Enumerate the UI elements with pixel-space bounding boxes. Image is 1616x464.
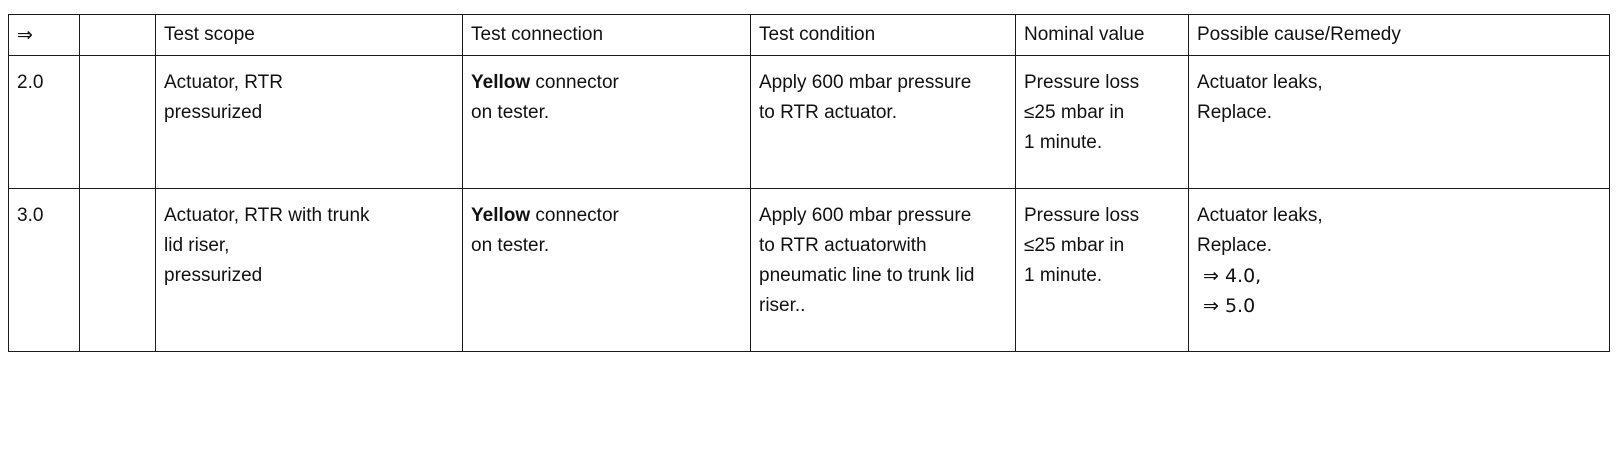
test-table: ⇒ Test scope Test connection Test condit… [8, 14, 1610, 352]
nominal-line: Pressure loss [1024, 72, 1140, 93]
header-nominal-value: Nominal value [1015, 14, 1189, 56]
table-row: 3.0 Actuator, RTR with trunk lid riser, … [8, 188, 1610, 352]
remedy-cell: Actuator leaks, Replace. [1188, 55, 1610, 189]
remedy-line: Replace. [1197, 235, 1272, 256]
condition-line: Apply 600 mbar pressure [759, 72, 972, 93]
connector-color: Yellow [471, 72, 531, 93]
test-connection-cell: Yellow connector on tester. [462, 188, 751, 352]
test-condition-cell: Apply 600 mbar pressure to RTR actuatorw… [750, 188, 1016, 352]
test-condition-cell: Apply 600 mbar pressure to RTR actuator. [750, 55, 1016, 189]
nominal-line: 1 minute. [1024, 265, 1103, 286]
header-blank [79, 14, 156, 56]
condition-line: pneumatic line to trunk lid [759, 265, 975, 286]
remedy-cell: Actuator leaks, Replace. ⇒ 4.0, ⇒ 5.0 [1188, 188, 1610, 352]
test-connection-cell: Yellow connector on tester. [462, 55, 751, 189]
header-row: ⇒ Test scope Test connection Test condit… [8, 14, 1610, 56]
empty-cell [79, 55, 156, 189]
scope-line: lid riser, [164, 235, 230, 256]
condition-line: riser.. [759, 295, 806, 316]
nominal-line: Pressure loss [1024, 205, 1140, 226]
step-number: 3.0 [8, 188, 80, 352]
nominal-line: 1 minute. [1024, 132, 1103, 153]
header-test-scope: Test scope [155, 14, 463, 56]
scope-line: pressurized [164, 102, 263, 123]
table-row: 2.0 Actuator, RTR pressurized Yellow con… [8, 55, 1610, 189]
step-number: 2.0 [8, 55, 80, 189]
remedy-line: Replace. [1197, 102, 1272, 123]
remedy-line: Actuator leaks, [1197, 205, 1323, 226]
nominal-line: ≤25 mbar in [1024, 235, 1125, 256]
connection-text: connector [530, 205, 619, 226]
condition-line: to RTR actuator. [759, 102, 897, 123]
header-arrow: ⇒ [8, 14, 80, 56]
condition-line: to RTR actuatorwith [759, 235, 927, 256]
scope-line: Actuator, RTR with trunk [164, 205, 370, 226]
nominal-line: ≤25 mbar in [1024, 102, 1125, 123]
connector-color: Yellow [471, 205, 531, 226]
empty-cell [79, 188, 156, 352]
scope-line: Actuator, RTR [164, 72, 283, 93]
remedy-reference: ⇒ 5.0 [1203, 295, 1256, 317]
remedy-reference: ⇒ 4.0, [1203, 265, 1262, 287]
connection-text: connector [530, 72, 619, 93]
nominal-value-cell: Pressure loss ≤25 mbar in 1 minute. [1015, 188, 1189, 352]
scope-line: pressurized [164, 265, 263, 286]
header-test-connection: Test connection [462, 14, 751, 56]
test-scope-cell: Actuator, RTR with trunk lid riser, pres… [155, 188, 463, 352]
connection-line: on tester. [471, 102, 550, 123]
remedy-line: Actuator leaks, [1197, 72, 1323, 93]
header-remedy: Possible cause/Remedy [1188, 14, 1610, 56]
test-scope-cell: Actuator, RTR pressurized [155, 55, 463, 189]
nominal-value-cell: Pressure loss ≤25 mbar in 1 minute. [1015, 55, 1189, 189]
connection-line: on tester. [471, 235, 550, 256]
header-test-condition: Test condition [750, 14, 1016, 56]
condition-line: Apply 600 mbar pressure [759, 205, 972, 226]
